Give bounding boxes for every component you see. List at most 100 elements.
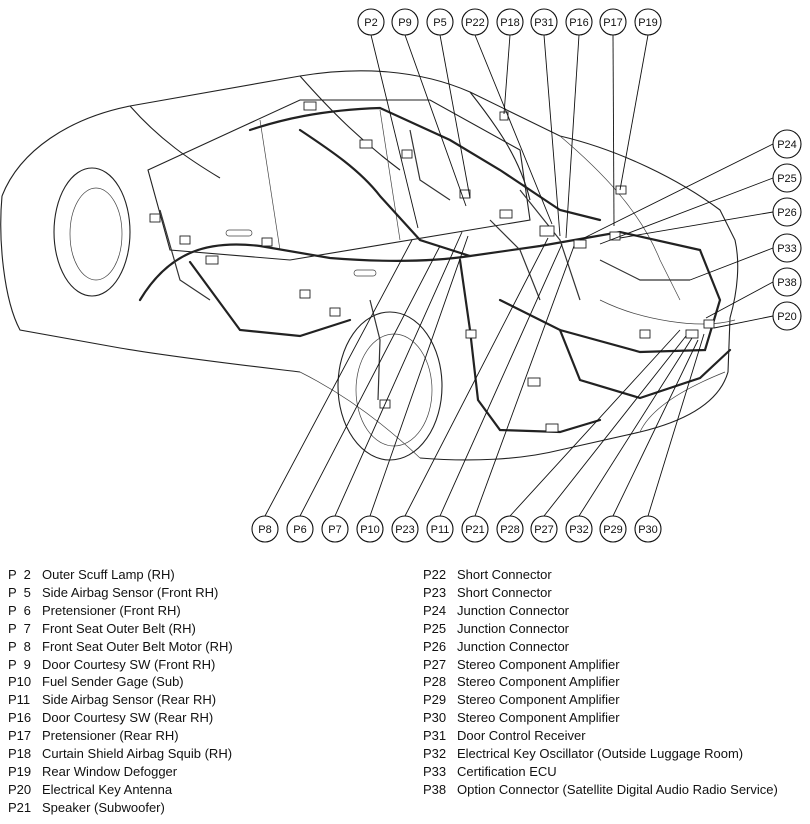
svg-text:P9: P9 <box>398 17 411 29</box>
legend-code: P18 <box>8 746 32 762</box>
callout-p33: P33 <box>772 233 802 263</box>
svg-text:P26: P26 <box>777 207 797 219</box>
legend-name: Stereo Component Amplifier <box>457 692 620 708</box>
callout-p21: P21 <box>461 515 489 543</box>
legend-row: P33 Certification ECU <box>423 763 778 781</box>
legend-name: Option Connector (Satellite Digital Audi… <box>457 781 778 797</box>
svg-text:P10: P10 <box>360 524 380 536</box>
legend-row: P27 Stereo Component Amplifier <box>423 656 778 674</box>
callout-p31: P31 <box>530 8 558 36</box>
svg-text:P33: P33 <box>777 243 797 255</box>
legend-row: P 8 Front Seat Outer Belt Motor (RH) <box>8 638 233 656</box>
legend-code: P21 <box>8 799 32 815</box>
legend-name: Stereo Component Amplifier <box>457 656 620 672</box>
legend-name: Fuel Sender Gage (Sub) <box>42 674 184 690</box>
legend-code: P33 <box>423 763 447 779</box>
svg-text:P7: P7 <box>328 524 341 536</box>
callout-p17: P17 <box>599 8 627 36</box>
wiring-diagram: P2 P9 P5 P22 P18 P31 P16 P17 P19 P24 P25… <box>0 8 802 543</box>
callout-p18: P18 <box>496 8 524 36</box>
legend-code: P17 <box>8 728 32 744</box>
legend-code: P16 <box>8 710 32 726</box>
legend-name: Door Courtesy SW (Front RH) <box>42 656 216 672</box>
legend-name: Certification ECU <box>457 763 557 779</box>
legend-name: Front Seat Outer Belt Motor (RH) <box>42 638 233 654</box>
connectors <box>149 101 715 433</box>
callout-p19: P19 <box>634 8 662 36</box>
svg-text:P22: P22 <box>465 17 485 29</box>
legend-name: Outer Scuff Lamp (RH) <box>42 567 175 582</box>
callout-p5: P5 <box>426 8 454 36</box>
legend-name: Speaker (Subwoofer) <box>42 799 165 815</box>
legend-name: Short Connector <box>457 584 552 600</box>
callout-p23: P23 <box>391 515 419 543</box>
callout-p9: P9 <box>391 8 419 36</box>
legend-code: P30 <box>423 710 447 726</box>
legend-code: P24 <box>423 602 447 618</box>
svg-text:P17: P17 <box>603 17 623 29</box>
legend-code: P 5 <box>8 584 31 600</box>
callout-p28: P28 <box>496 515 524 543</box>
svg-text:P2: P2 <box>364 17 377 29</box>
legend-row: P24 Junction Connector <box>423 602 778 620</box>
callout-p2: P2 <box>357 8 385 36</box>
legend-code: P 6 <box>8 602 31 618</box>
callout-p26: P26 <box>772 197 802 227</box>
svg-text:P18: P18 <box>500 17 520 29</box>
callout-p32: P32 <box>565 515 593 543</box>
legend-name: Junction Connector <box>457 602 570 618</box>
legend-code: P29 <box>423 692 447 708</box>
legend-row: P28 Stereo Component Amplifier <box>423 673 778 691</box>
legend-name: Electrical Key Antenna <box>42 781 173 797</box>
callout-p24: P24 <box>772 129 802 159</box>
svg-text:P6: P6 <box>293 524 306 536</box>
legend-code: P27 <box>423 656 447 672</box>
wire-harness <box>138 106 732 434</box>
legend-name: Stereo Component Amplifier <box>457 710 620 726</box>
legend-code: P 2 <box>8 567 31 582</box>
callout-p10: P10 <box>356 515 384 543</box>
svg-text:P8: P8 <box>258 524 271 536</box>
legend-name: Pretensioner (Rear RH) <box>42 728 179 744</box>
legend-code: P 8 <box>8 638 31 654</box>
legend-row: P25 Junction Connector <box>423 620 778 638</box>
svg-text:P25: P25 <box>777 173 797 185</box>
svg-text:P24: P24 <box>777 139 797 151</box>
svg-text:P16: P16 <box>569 17 589 29</box>
svg-text:P20: P20 <box>777 311 797 323</box>
legend-code: P25 <box>423 620 447 636</box>
leader-lines <box>264 34 774 517</box>
callout-p6: P6 <box>286 515 314 543</box>
legend-row: P17 Pretensioner (Rear RH) <box>8 727 233 745</box>
legend-row: P16 Door Courtesy SW (Rear RH) <box>8 709 233 727</box>
legend-name: Door Courtesy SW (Rear RH) <box>42 710 214 726</box>
legend-code: P23 <box>423 584 447 600</box>
legend-code: P19 <box>8 763 32 779</box>
legend-row: P 6 Pretensioner (Front RH) <box>8 602 233 620</box>
legend-name: Short Connector <box>457 567 552 582</box>
svg-text:P11: P11 <box>431 524 450 536</box>
legend-code: P22 <box>423 567 447 582</box>
callout-p27: P27 <box>530 515 558 543</box>
legend-name: Junction Connector <box>457 638 570 654</box>
legend-code: P11 <box>8 692 31 708</box>
car-body-outline <box>0 70 739 461</box>
callout-p16: P16 <box>565 8 593 36</box>
svg-text:P28: P28 <box>500 524 520 536</box>
legend-row: P30 Stereo Component Amplifier <box>423 709 778 727</box>
svg-text:P27: P27 <box>534 524 554 536</box>
legend-name: Pretensioner (Front RH) <box>42 602 181 618</box>
legend-name: Junction Connector <box>457 620 570 636</box>
legend-code: P28 <box>423 674 447 690</box>
legend-name: Stereo Component Amplifier <box>457 674 620 690</box>
legend-row: P 2 Outer Scuff Lamp (RH) <box>8 566 233 584</box>
